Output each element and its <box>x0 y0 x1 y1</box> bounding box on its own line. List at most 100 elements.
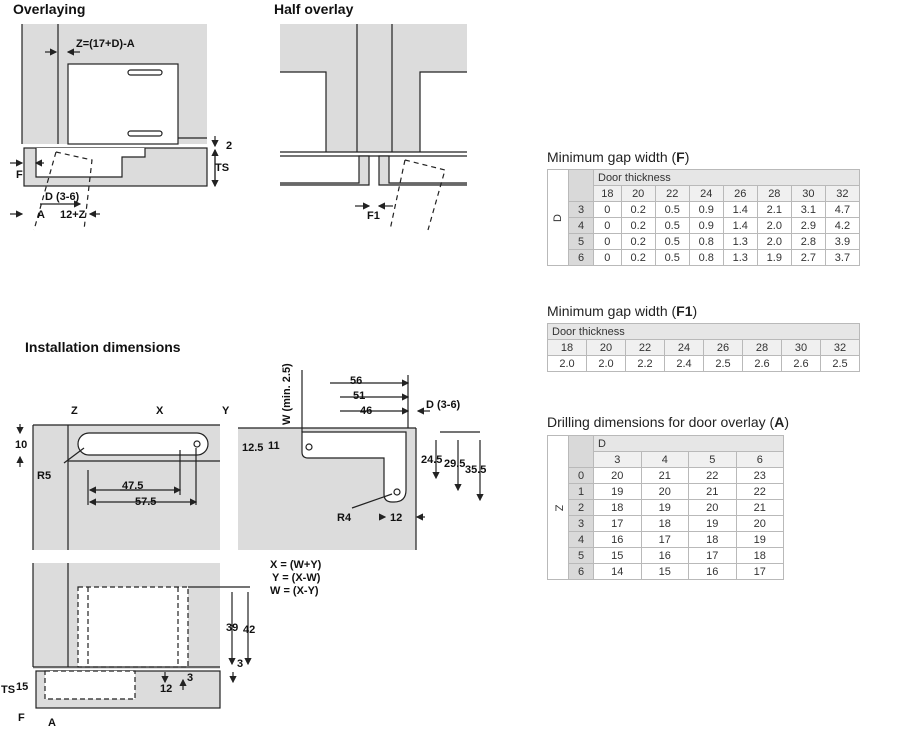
table-cell: 3.7 <box>824 249 861 266</box>
table-cell: 1.4 <box>722 201 758 218</box>
table-cell: 20 <box>593 467 642 484</box>
install-10-label: 10 <box>15 439 27 451</box>
table-cell: 16 <box>593 531 642 548</box>
drilling-a-caption: Drilling dimensions for door overlay (A) <box>547 414 789 430</box>
table-cell: 18 <box>640 515 689 532</box>
installation-title: Installation dimensions <box>25 339 181 355</box>
install-11-label: 11 <box>268 440 280 452</box>
table-cell: 0 <box>593 201 622 218</box>
install-57-5-label: 57.5 <box>135 496 156 508</box>
table-cell: 0.9 <box>688 217 724 234</box>
column-header: 32 <box>824 185 861 202</box>
caption-prefix: Minimum gap width ( <box>547 149 677 165</box>
table-cell: 15 <box>593 547 642 564</box>
install-12-label: 12 <box>390 512 402 524</box>
table-cell: 2.6 <box>742 355 782 372</box>
install-r4-label: R4 <box>337 512 352 524</box>
column-header: 32 <box>820 339 860 356</box>
row-header: 3 <box>568 201 594 218</box>
caption-bold: F1 <box>676 303 693 319</box>
table-header: Door thickness <box>547 323 860 340</box>
install-y-label: Y <box>222 405 230 417</box>
overlaying-ts-label: TS <box>215 162 229 174</box>
column-header: 30 <box>790 185 826 202</box>
table-cell: 18 <box>688 531 737 548</box>
table-cell: 17 <box>640 531 689 548</box>
table-cell: 0 <box>593 249 622 266</box>
table-header: D <box>593 435 784 452</box>
column-header: 30 <box>781 339 821 356</box>
install-z-label: Z <box>71 405 78 417</box>
side-label-cell: D <box>547 169 569 266</box>
table-cell: 16 <box>640 547 689 564</box>
table-cell: 18 <box>735 547 784 564</box>
header-row: Door thickness <box>547 323 860 340</box>
install-42-label: 42 <box>243 624 255 636</box>
install-d-label: D (3-6) <box>426 399 461 411</box>
install-ts-label: TS <box>1 684 15 696</box>
gap-f1-caption: Minimum gap width (F1) <box>547 303 697 319</box>
table-cell: 0.5 <box>654 217 690 234</box>
table-cell: 2.0 <box>756 217 792 234</box>
row-header: 4 <box>568 217 594 234</box>
column-header: 26 <box>722 185 758 202</box>
table-cell: 0.5 <box>654 201 690 218</box>
row-header: 1 <box>568 483 594 500</box>
caption-prefix: Drilling dimensions for door overlay ( <box>547 414 775 430</box>
caption-suffix: ) <box>784 414 789 430</box>
overlaying-diagram <box>10 24 219 231</box>
column-header: 24 <box>688 185 724 202</box>
install-12b-label: 12 <box>160 683 172 695</box>
table-cell: 14 <box>593 563 642 580</box>
row-header: 0 <box>568 467 594 484</box>
column-header: 28 <box>756 185 792 202</box>
install-47-5-label: 47.5 <box>122 480 143 492</box>
installation-right-diagram <box>238 370 484 550</box>
table-cell: 16 <box>688 563 737 580</box>
column-header: 4 <box>640 451 689 468</box>
formula-w: W = (X-Y) <box>270 585 319 597</box>
table-cell: 2.4 <box>664 355 704 372</box>
table-cell: 4.7 <box>824 201 861 218</box>
table-cell: 1.4 <box>722 217 758 234</box>
table-cell: 15 <box>640 563 689 580</box>
table-cell: 0.2 <box>620 201 656 218</box>
caption-suffix: ) <box>684 149 690 165</box>
table-cell: 21 <box>640 467 689 484</box>
table-cell: 1.9 <box>756 249 792 266</box>
overlaying-2-label: 2 <box>226 140 232 152</box>
install-f-label: F <box>18 712 25 724</box>
install-3b-label: 3 <box>187 672 193 684</box>
table-cell: 20 <box>688 499 737 516</box>
column-header: 20 <box>620 185 656 202</box>
table-cell: 17 <box>688 547 737 564</box>
overlaying-f-label: F <box>16 169 23 181</box>
table-cell: 0.8 <box>688 249 724 266</box>
table-cell: 20 <box>640 483 689 500</box>
table-cell: 18 <box>593 499 642 516</box>
row-header: 2 <box>568 499 594 516</box>
table-cell: 2.6 <box>781 355 821 372</box>
table-cell: 0.2 <box>620 233 656 250</box>
overlaying-d-label: D (3-6) <box>45 191 80 203</box>
caption-prefix: Minimum gap width ( <box>547 303 677 319</box>
table-cell: 2.2 <box>625 355 665 372</box>
install-w-label: W (min. 2.5) <box>281 363 293 425</box>
side-label: D <box>551 213 564 222</box>
install-56-label: 56 <box>350 375 362 387</box>
overlaying-12z-label: 12+Z <box>60 209 86 221</box>
table-cell: 2.5 <box>703 355 743 372</box>
table-cell: 19 <box>688 515 737 532</box>
column-header: 3 <box>593 451 642 468</box>
table-cell: 4.2 <box>824 217 861 234</box>
